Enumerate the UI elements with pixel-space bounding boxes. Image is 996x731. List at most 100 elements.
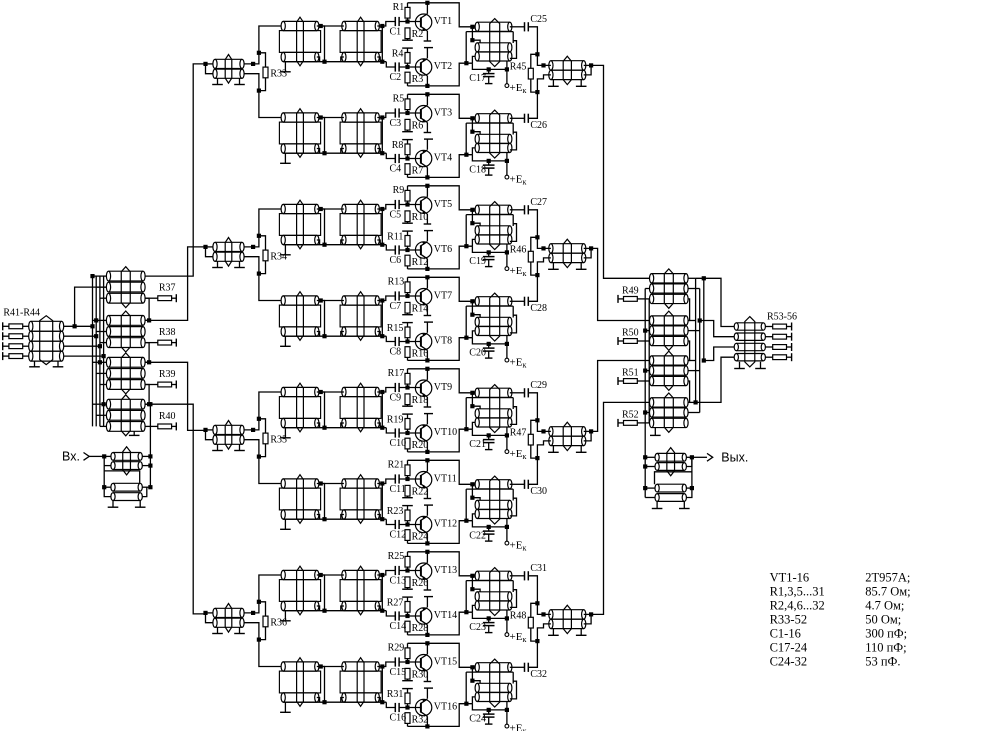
svg-text:+Eк: +Eк bbox=[510, 357, 527, 370]
svg-text:VT7: VT7 bbox=[434, 291, 452, 302]
svg-text:85.7 Ом;: 85.7 Ом; bbox=[865, 585, 910, 599]
svg-text:R28: R28 bbox=[412, 623, 429, 634]
svg-text:R47: R47 bbox=[510, 428, 527, 439]
svg-text:R38: R38 bbox=[159, 327, 176, 338]
svg-text:C31: C31 bbox=[530, 563, 547, 574]
svg-text:R24: R24 bbox=[412, 532, 429, 543]
svg-text:C15: C15 bbox=[390, 667, 407, 678]
svg-text:300 пФ;: 300 пФ; bbox=[865, 627, 907, 641]
svg-text:R14: R14 bbox=[412, 303, 429, 314]
svg-text:VT15: VT15 bbox=[434, 657, 457, 668]
svg-text:C7: C7 bbox=[390, 301, 402, 312]
svg-text:2Т957А;: 2Т957А; bbox=[865, 571, 910, 585]
svg-text:VT16: VT16 bbox=[434, 702, 457, 713]
svg-text:C3: C3 bbox=[390, 118, 402, 129]
svg-text:C9: C9 bbox=[390, 393, 402, 404]
svg-text:+Eк: +Eк bbox=[510, 540, 527, 553]
svg-text:C1: C1 bbox=[390, 27, 402, 38]
svg-text:R11: R11 bbox=[387, 232, 403, 243]
svg-text:VT11: VT11 bbox=[434, 474, 457, 485]
svg-text:VT4: VT4 bbox=[434, 153, 452, 164]
svg-text:VT13: VT13 bbox=[434, 565, 457, 576]
svg-text:R10: R10 bbox=[412, 212, 429, 223]
svg-text:+Eк: +Eк bbox=[510, 174, 527, 187]
svg-text:R16: R16 bbox=[412, 349, 429, 360]
svg-text:C16: C16 bbox=[390, 713, 407, 724]
svg-text:R20: R20 bbox=[412, 440, 429, 451]
svg-text:VT2: VT2 bbox=[434, 61, 452, 72]
svg-text:R45: R45 bbox=[510, 62, 527, 73]
svg-text:R4: R4 bbox=[392, 49, 404, 60]
svg-text:R7: R7 bbox=[412, 166, 424, 177]
svg-text:VT12: VT12 bbox=[434, 519, 457, 530]
svg-text:R32: R32 bbox=[412, 715, 429, 726]
svg-text:C4: C4 bbox=[390, 164, 402, 175]
svg-text:C5: C5 bbox=[390, 210, 402, 221]
svg-text:R37: R37 bbox=[159, 283, 176, 294]
svg-text:R1: R1 bbox=[393, 2, 405, 13]
svg-text:R36: R36 bbox=[270, 618, 287, 629]
svg-text:VT8: VT8 bbox=[434, 336, 452, 347]
svg-text:50 Ом;: 50 Ом; bbox=[865, 613, 901, 627]
svg-text:R29: R29 bbox=[388, 643, 405, 654]
svg-text:R27: R27 bbox=[387, 598, 404, 609]
svg-text:R15: R15 bbox=[387, 323, 404, 334]
svg-text:C17-24: C17-24 bbox=[770, 641, 808, 655]
svg-text:R48: R48 bbox=[510, 611, 527, 622]
svg-text:R23: R23 bbox=[387, 506, 404, 517]
svg-text:R9: R9 bbox=[393, 185, 405, 196]
svg-text:4.7 Ом;: 4.7 Ом; bbox=[865, 599, 904, 613]
svg-text:VT1-16: VT1-16 bbox=[770, 571, 810, 585]
svg-text:C1-16: C1-16 bbox=[770, 627, 801, 641]
svg-text:R30: R30 bbox=[412, 669, 429, 680]
svg-text:C2: C2 bbox=[390, 72, 402, 83]
svg-text:R31: R31 bbox=[387, 689, 404, 700]
svg-text:C19: C19 bbox=[469, 256, 486, 267]
svg-text:VT3: VT3 bbox=[434, 108, 452, 119]
svg-text:R3: R3 bbox=[412, 74, 424, 85]
svg-text:C26: C26 bbox=[530, 120, 547, 131]
svg-text:C10: C10 bbox=[390, 438, 407, 449]
svg-text:C32: C32 bbox=[530, 669, 547, 680]
svg-text:R8: R8 bbox=[392, 140, 404, 151]
svg-text:R18: R18 bbox=[412, 395, 429, 406]
svg-text:R34: R34 bbox=[270, 252, 287, 263]
svg-text:VT5: VT5 bbox=[434, 199, 452, 210]
svg-text:C27: C27 bbox=[530, 197, 547, 208]
svg-text:R1,3,5...31: R1,3,5...31 bbox=[770, 585, 825, 599]
svg-text:R53-56: R53-56 bbox=[767, 311, 797, 322]
svg-text:C24: C24 bbox=[469, 714, 486, 725]
svg-text:R12: R12 bbox=[412, 257, 429, 268]
svg-text:C29: C29 bbox=[530, 380, 547, 391]
svg-text:R25: R25 bbox=[388, 551, 405, 562]
svg-text:VT6: VT6 bbox=[434, 244, 452, 255]
svg-text:R22: R22 bbox=[412, 486, 429, 497]
svg-text:C12: C12 bbox=[390, 530, 407, 541]
svg-text:R17: R17 bbox=[388, 368, 405, 379]
svg-text:R26: R26 bbox=[412, 578, 429, 589]
svg-text:53 пФ.: 53 пФ. bbox=[865, 655, 900, 669]
svg-text:R5: R5 bbox=[393, 94, 405, 105]
svg-text:C18: C18 bbox=[469, 165, 486, 176]
svg-text:C28: C28 bbox=[530, 303, 547, 314]
svg-text:C13: C13 bbox=[390, 576, 407, 587]
svg-text:R41-R44: R41-R44 bbox=[3, 308, 40, 319]
svg-text:C11: C11 bbox=[390, 484, 406, 495]
svg-text:R49: R49 bbox=[622, 285, 639, 296]
svg-text:R33-52: R33-52 bbox=[770, 613, 808, 627]
svg-text:R2: R2 bbox=[412, 29, 424, 40]
svg-text:+Eк: +Eк bbox=[510, 631, 527, 644]
svg-text:R52: R52 bbox=[622, 409, 639, 420]
svg-text:C21: C21 bbox=[469, 439, 486, 450]
svg-text:C8: C8 bbox=[390, 347, 402, 358]
svg-text:C30: C30 bbox=[530, 486, 547, 497]
svg-text:R39: R39 bbox=[159, 369, 176, 380]
svg-text:VT9: VT9 bbox=[434, 382, 452, 393]
svg-text:Вых.: Вых. bbox=[721, 451, 748, 465]
svg-text:R50: R50 bbox=[622, 328, 639, 339]
svg-text:C20: C20 bbox=[469, 348, 486, 359]
svg-text:C17: C17 bbox=[469, 73, 486, 84]
svg-text:C23: C23 bbox=[469, 622, 486, 633]
svg-text:110 пФ;: 110 пФ; bbox=[865, 641, 906, 655]
svg-text:C24-32: C24-32 bbox=[770, 655, 808, 669]
